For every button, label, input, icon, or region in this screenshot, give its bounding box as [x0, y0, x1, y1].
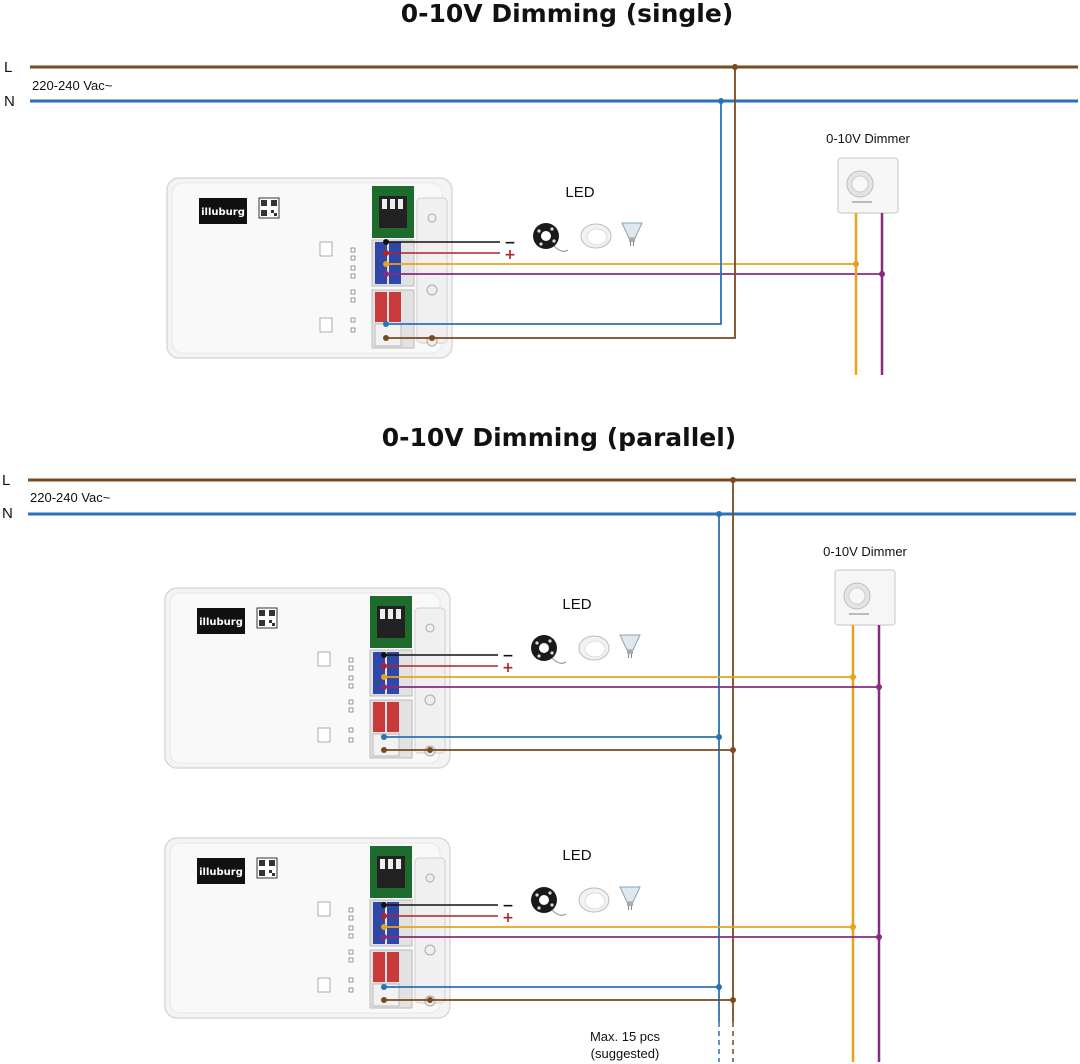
max-units-note-suffix: (suggested) [591, 1046, 660, 1061]
led-plus-sign: + [502, 660, 514, 676]
led-plus-sign: + [504, 247, 516, 263]
spotlight-icon [621, 222, 643, 247]
led-minus-sign: − [502, 898, 514, 914]
voltage-label: 220-240 Vac~ [30, 490, 111, 505]
dimmer [837, 157, 899, 214]
led-driver: illuburg [166, 177, 453, 359]
spotlight-icon [619, 634, 641, 659]
voltage-label: 220-240 Vac~ [32, 78, 113, 93]
led-driver: illuburg [164, 587, 451, 769]
led-minus-sign: − [504, 235, 516, 251]
downlight-icon [578, 635, 610, 661]
neutral-label: N [2, 505, 13, 522]
section-parallel: 0-10V Dimming (parallel) L N 220-240 Vac… [2, 423, 1076, 1062]
led-strip-icon [532, 222, 569, 252]
led-label: LED [562, 847, 591, 864]
neutral-label: N [4, 93, 15, 110]
led-plus-sign: + [502, 910, 514, 926]
led-minus-sign: − [502, 648, 514, 664]
spotlight-icon [619, 886, 641, 911]
brand-logo: illuburg [201, 207, 245, 218]
downlight-icon [578, 887, 610, 913]
led-driver: illuburg [164, 837, 451, 1019]
driver-unit-2: illuburg LED − + [164, 837, 882, 1019]
dimmer-label: 0-10V Dimmer [823, 544, 907, 559]
driver-neutral-wire [386, 101, 722, 325]
driver-unit-1: illuburg LED − + [164, 587, 882, 769]
led-label: LED [562, 596, 591, 613]
live-label: L [4, 59, 12, 76]
brand-logo: illuburg [199, 867, 243, 878]
downlight-icon [580, 223, 612, 249]
max-units-note: Max. 15 pcs [590, 1029, 661, 1044]
brand-logo: illuburg [199, 617, 243, 628]
led-strip-icon [530, 634, 567, 664]
live-label: L [2, 472, 10, 489]
section-title: 0-10V Dimming (parallel) [382, 423, 736, 452]
led-label: LED [565, 184, 594, 201]
dimmer [834, 569, 896, 626]
section-title: 0-10V Dimming (single) [401, 0, 734, 28]
led-strip-icon [530, 886, 567, 916]
section-single: 0-10V Dimming (single) L N 220-240 Vac~ … [4, 0, 1078, 375]
driver-live-wire [386, 67, 736, 339]
dimmer-label: 0-10V Dimmer [826, 131, 910, 146]
